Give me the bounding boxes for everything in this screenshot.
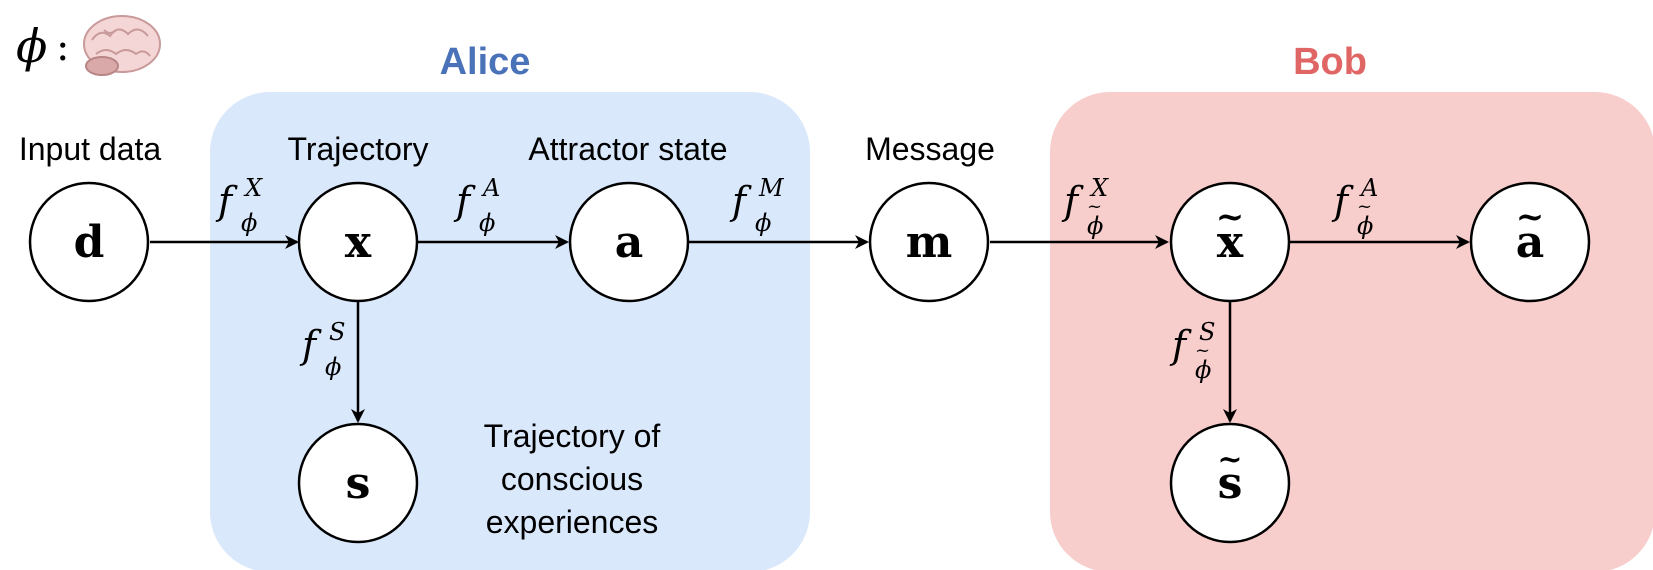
phi-symbol: ϕ bbox=[16, 19, 47, 73]
attractor-state-label: Attractor state bbox=[528, 131, 727, 167]
svg-text:ϕ: ϕ bbox=[325, 353, 341, 381]
svg-text:ϕ: ϕ bbox=[241, 209, 257, 237]
svg-text:A: A bbox=[1359, 174, 1378, 202]
node-a-tilde: a ~ bbox=[1469, 181, 1591, 303]
conscious-label-3: experiences bbox=[486, 504, 659, 540]
node-s: s bbox=[297, 422, 419, 544]
svg-text:~: ~ bbox=[1087, 196, 1102, 217]
svg-text:a: a bbox=[615, 217, 644, 268]
svg-text:~: ~ bbox=[1516, 197, 1545, 237]
node-m: m bbox=[868, 181, 990, 303]
trajectory-label: Trajectory bbox=[287, 131, 428, 167]
svg-text:d: d bbox=[74, 217, 105, 268]
svg-text:ϕ: ϕ bbox=[1357, 212, 1373, 240]
alice-title: Alice bbox=[440, 41, 531, 83]
svg-text:m: m bbox=[906, 217, 953, 268]
svg-text:~: ~ bbox=[1216, 197, 1245, 237]
svg-text:ϕ: ϕ bbox=[1087, 212, 1103, 240]
bob-title: Bob bbox=[1293, 41, 1367, 83]
svg-text:M: M bbox=[758, 174, 785, 202]
bob-box bbox=[1050, 92, 1653, 570]
phi-colon: : bbox=[56, 24, 69, 70]
message-label: Message bbox=[865, 131, 995, 167]
node-x-tilde: x ~ bbox=[1169, 181, 1291, 303]
svg-text:~: ~ bbox=[1195, 340, 1210, 361]
svg-text:a: a bbox=[1516, 217, 1545, 268]
node-x: x bbox=[297, 181, 419, 303]
svg-text:A: A bbox=[481, 174, 500, 202]
node-a: a bbox=[568, 181, 690, 303]
svg-text:X: X bbox=[243, 174, 263, 202]
svg-text:S: S bbox=[1199, 318, 1215, 346]
svg-text:s: s bbox=[346, 458, 371, 509]
svg-text:x: x bbox=[345, 217, 372, 268]
svg-text:S: S bbox=[329, 318, 345, 346]
svg-text:ϕ: ϕ bbox=[755, 209, 771, 237]
conscious-label-1: Trajectory of bbox=[484, 418, 661, 454]
brain-icon bbox=[83, 15, 161, 76]
svg-text:~: ~ bbox=[1357, 196, 1372, 217]
conscious-label-2: conscious bbox=[501, 461, 643, 497]
node-s-tilde: s ~ bbox=[1169, 422, 1291, 544]
svg-text:ϕ: ϕ bbox=[479, 209, 495, 237]
svg-text:s: s bbox=[1218, 458, 1243, 509]
svg-text:X: X bbox=[1089, 174, 1109, 202]
svg-text:x: x bbox=[1217, 217, 1244, 268]
input-data-label: Input data bbox=[19, 131, 162, 167]
node-d: d bbox=[28, 181, 150, 303]
svg-text:ϕ: ϕ bbox=[1195, 356, 1211, 384]
svg-text:~: ~ bbox=[1217, 442, 1242, 477]
